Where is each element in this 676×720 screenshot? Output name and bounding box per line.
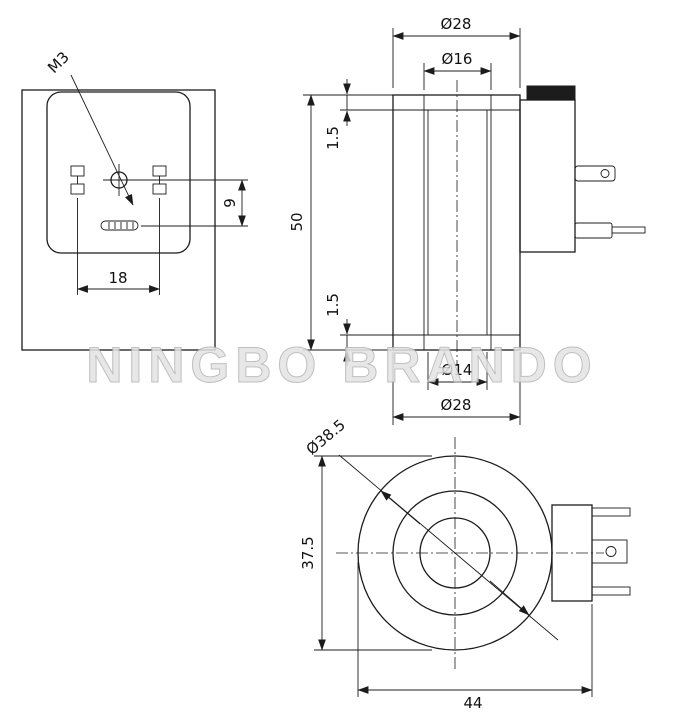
dim-dia14-label: Ø14 xyxy=(442,361,473,379)
dim-dia28-bottom: Ø28 xyxy=(392,352,521,425)
front-view: M3 9 18 xyxy=(21,48,248,351)
dim-9-label: 9 xyxy=(221,198,239,208)
front-housing-outline xyxy=(46,91,191,254)
m3-callout: M3 xyxy=(44,48,134,206)
coil-body-outline xyxy=(392,94,521,351)
dim-1p5-top: 1.5 xyxy=(324,79,393,150)
din-connector-side xyxy=(519,85,646,253)
dim-dia14: Ø14 xyxy=(427,352,488,390)
pin-bottom xyxy=(591,586,631,596)
dim-1p5-bottom-label: 1.5 xyxy=(324,293,342,317)
dim-dia38p5-label: Ø38.5 xyxy=(303,416,349,459)
front-outer-outline xyxy=(21,89,216,351)
screw-hole xyxy=(103,164,135,196)
dim-18-label: 18 xyxy=(108,269,127,287)
dim-dia16: Ø16 xyxy=(423,50,492,90)
dim-dia28-top: Ø28 xyxy=(392,15,521,88)
dim-1p5-top-label: 1.5 xyxy=(324,126,342,150)
m3-leader-line xyxy=(70,74,134,206)
dim-37p5: 37.5 xyxy=(299,455,432,651)
dim-44: 44 xyxy=(357,562,593,712)
dim-50-label: 50 xyxy=(288,212,306,231)
dim-44-label: 44 xyxy=(463,694,482,712)
pin-top xyxy=(591,507,631,517)
m3-label: M3 xyxy=(44,48,73,77)
dim-50: 50 xyxy=(288,94,393,351)
dim-37p5-label: 37.5 xyxy=(299,536,317,569)
terminal-left xyxy=(70,165,85,195)
connector-body xyxy=(519,99,576,253)
upper-pin xyxy=(574,165,616,182)
connector-cap xyxy=(526,85,576,101)
dim-9: 9 xyxy=(130,179,248,227)
bottom-view: Ø38.5 37.5 44 xyxy=(299,416,631,712)
vent-slot xyxy=(100,220,139,231)
lower-pin xyxy=(574,222,646,239)
side-view: Ø28 Ø16 1.5 50 1.5 xyxy=(288,15,646,425)
watermark-text: NINGBO BRANDO xyxy=(86,337,597,393)
bore-lines xyxy=(423,95,492,350)
dim-dia16-label: Ø16 xyxy=(442,50,473,68)
din-connector-bottom xyxy=(551,504,631,602)
dim-18: 18 xyxy=(76,198,161,295)
pin-middle xyxy=(591,539,628,564)
dim-1p5-bottom: 1.5 xyxy=(324,293,393,366)
dim-dia28-top-label: Ø28 xyxy=(441,15,472,33)
dim-dia28-bottom-label: Ø28 xyxy=(441,396,472,414)
